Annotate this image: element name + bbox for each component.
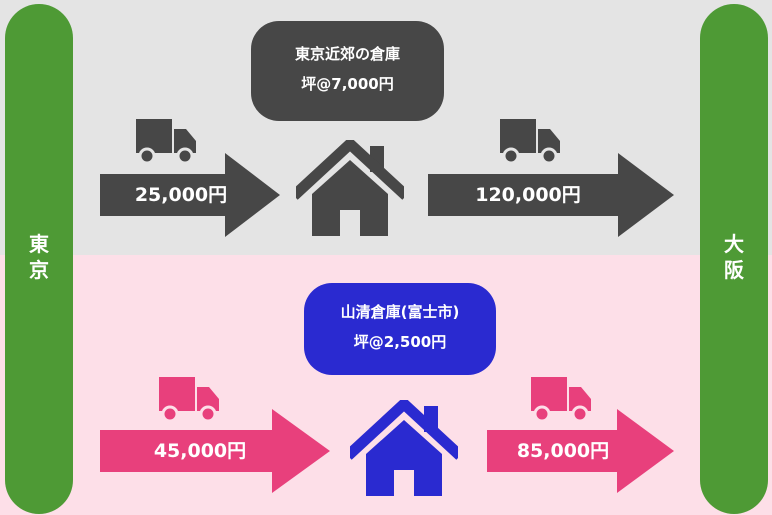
house-icon <box>296 140 404 236</box>
bottom-outbound-arrow <box>487 409 674 493</box>
top-outbound-cost: 120,000円 <box>475 184 581 206</box>
bottom-inbound-cost: 45,000円 <box>153 440 247 462</box>
truck-icon <box>500 119 560 165</box>
tokyo-pillar: 東 京 <box>5 4 73 514</box>
truck-icon <box>159 377 219 423</box>
top-outbound-arrow <box>428 153 674 237</box>
bottom-outbound-cost: 85,000円 <box>516 440 610 462</box>
bottom-inbound-arrow <box>100 409 330 493</box>
tokyo-label-line1: 東 <box>29 232 49 256</box>
top-warehouse-bubble: 東京近郊の倉庫 坪@7,000円 <box>251 21 444 121</box>
top-inbound-cost: 25,000円 <box>134 184 228 206</box>
truck-icon <box>136 119 196 165</box>
tokyo-label-line2: 京 <box>29 258 49 282</box>
bottom-warehouse-bubble: 山清倉庫(富士市) 坪@2,500円 <box>304 283 496 375</box>
osaka-label-line1: 大 <box>724 232 744 256</box>
osaka-pillar: 大 阪 <box>700 4 768 514</box>
bottom-warehouse-name: 山清倉庫(富士市) <box>340 303 460 321</box>
top-inbound-arrow <box>100 153 280 237</box>
house-icon <box>350 400 458 496</box>
top-warehouse-price: 坪@7,000円 <box>301 75 394 93</box>
truck-icon <box>531 377 591 423</box>
bottom-warehouse-price: 坪@2,500円 <box>353 333 447 351</box>
top-warehouse-name: 東京近郊の倉庫 <box>294 45 400 63</box>
osaka-label-line2: 阪 <box>724 258 744 282</box>
